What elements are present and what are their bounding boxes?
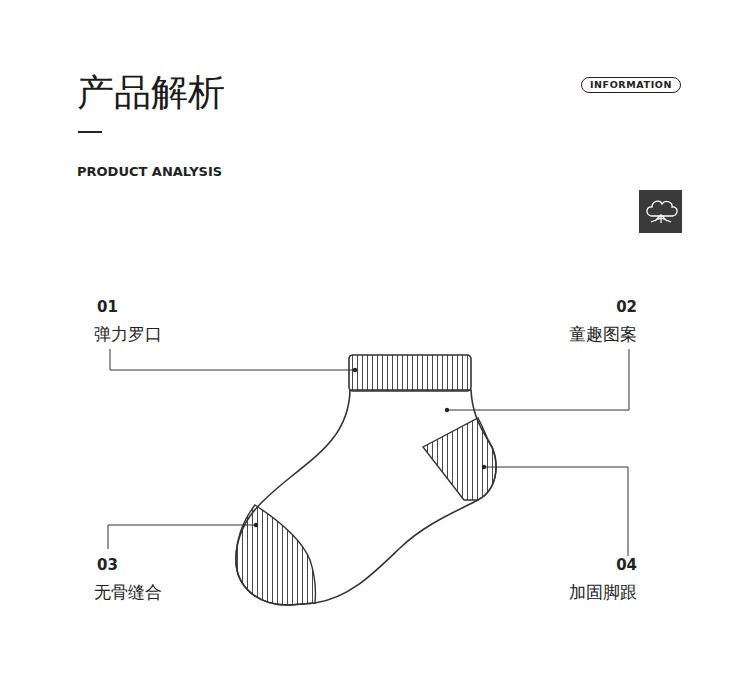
callout-number: 04	[616, 556, 637, 574]
cotton-icon	[639, 190, 682, 233]
callout-label: 弹力罗口	[94, 323, 162, 346]
pill-text: INFORMATION	[590, 79, 672, 91]
toe-hatch	[236, 505, 316, 605]
page-title: 产品解析	[77, 68, 225, 118]
sock-cuff	[349, 355, 471, 391]
callout-label: 童趣图案	[569, 323, 637, 346]
subtitle: PRODUCT ANALYSIS	[77, 164, 222, 179]
callout-number: 01	[97, 298, 118, 316]
callout-label: 加固脚跟	[569, 581, 637, 604]
callout-number: 02	[616, 298, 637, 316]
info-pill: INFORMATION	[581, 77, 681, 93]
callout-number: 03	[97, 556, 118, 574]
leader-lines	[108, 349, 629, 556]
leader-dots	[254, 368, 486, 527]
callout-label: 无骨缝合	[94, 581, 162, 604]
title-dash	[78, 131, 102, 133]
sock-outline	[236, 390, 496, 605]
heel-hatch	[423, 418, 496, 500]
cotton-symbol	[647, 201, 677, 223]
